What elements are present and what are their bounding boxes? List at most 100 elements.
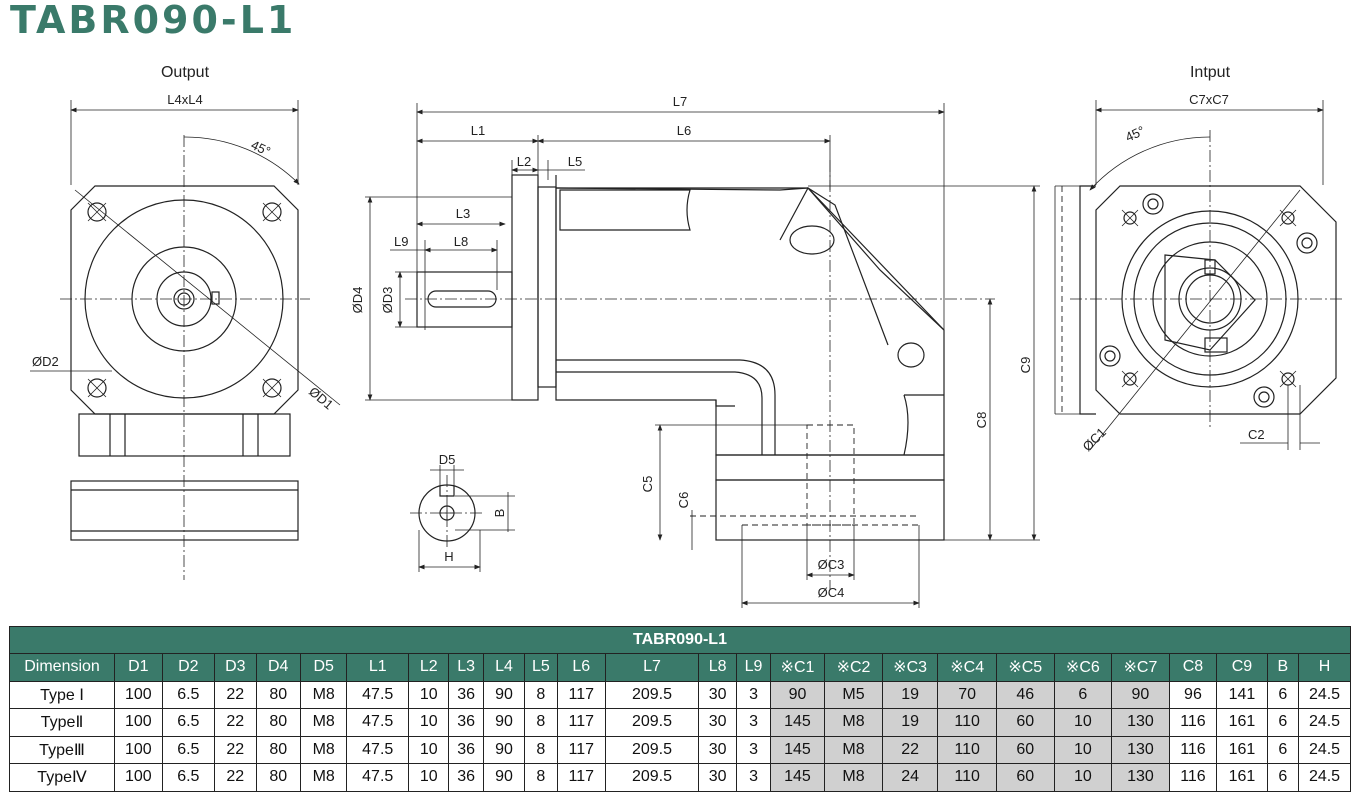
table-cell: 19: [881, 680, 939, 709]
table-cell: 6.5: [161, 735, 216, 764]
table-cell: 36: [448, 680, 484, 709]
table-cell: 6: [1266, 763, 1300, 792]
column-header: B: [1266, 653, 1300, 682]
table-cell: M8: [299, 680, 348, 709]
table-cell: 100: [114, 735, 163, 764]
c2-label: C2: [1248, 427, 1265, 442]
table-cell: 3: [736, 735, 771, 764]
l6-label: L6: [677, 123, 691, 138]
table-cell: 209.5: [605, 708, 699, 737]
row-label: TypeⅢ: [8, 735, 116, 764]
column-header: L3: [448, 653, 484, 682]
table-cell: 36: [448, 708, 484, 737]
table-cell: 96: [1168, 680, 1218, 709]
l2-label: L2: [517, 154, 531, 169]
input-view-label: Intput: [1190, 64, 1231, 81]
l3-label: L3: [456, 206, 470, 221]
table-cell: 90: [1111, 680, 1170, 709]
table-cell: 161: [1216, 708, 1268, 737]
table-cell: 24.5: [1298, 735, 1351, 764]
page-title: TABR090-L1: [10, 0, 297, 42]
table-cell: 117: [556, 708, 607, 737]
table-cell: 47.5: [346, 708, 410, 737]
column-header: L4: [482, 653, 526, 682]
table-cell: 30: [697, 708, 738, 737]
c6-label: C6: [676, 492, 691, 509]
table-cell: 30: [697, 680, 738, 709]
table-cell: 47.5: [346, 680, 410, 709]
l9-label: L9: [394, 234, 408, 249]
d4-label: ØD4: [350, 287, 365, 314]
column-header: C9: [1216, 653, 1268, 682]
column-header: L5: [524, 653, 558, 682]
table-cell: 30: [697, 763, 738, 792]
table-cell: 6.5: [161, 708, 216, 737]
output-view-label: Output: [161, 64, 210, 81]
table-cell: 3: [736, 680, 771, 709]
table-cell: 209.5: [605, 735, 699, 764]
table-cell: 8: [524, 735, 558, 764]
table-cell: 22: [214, 763, 257, 792]
table-cell: 3: [736, 708, 771, 737]
table-cell: 22: [881, 735, 939, 764]
table-cell: 10: [408, 763, 450, 792]
table-cell: 161: [1216, 763, 1268, 792]
table-cell: 47.5: [346, 735, 410, 764]
table-cell: 24.5: [1298, 708, 1351, 737]
table-cell: 80: [255, 763, 301, 792]
column-header: L7: [605, 653, 699, 682]
table-cell: 24.5: [1298, 763, 1351, 792]
table-cell: 47.5: [346, 763, 410, 792]
output-view: Output L4xL4 45° ØD1 ØD2: [30, 64, 341, 580]
table-cell: M8: [824, 735, 883, 764]
table-cell: 22: [214, 680, 257, 709]
c7xc7-label: C7xC7: [1189, 92, 1229, 107]
table-cell: 80: [255, 680, 301, 709]
table-cell: 100: [114, 680, 163, 709]
column-header: L2: [408, 653, 450, 682]
table-cell: 141: [1216, 680, 1268, 709]
c4-label: ØC4: [818, 585, 845, 600]
table-cell: 70: [937, 680, 997, 709]
table-cell: 60: [995, 735, 1055, 764]
table-cell: 145: [769, 763, 826, 792]
l7-label: L7: [673, 94, 687, 109]
column-header: H: [1298, 653, 1351, 682]
table-cell: 145: [769, 735, 826, 764]
table-cell: 116: [1168, 735, 1218, 764]
table-cell: 30: [697, 735, 738, 764]
row-label: TypeⅡ: [8, 708, 116, 737]
column-header: ※C6: [1053, 653, 1113, 682]
table-cell: 10: [1053, 763, 1113, 792]
column-header: L6: [556, 653, 607, 682]
table-cell: 6: [1266, 680, 1300, 709]
table-cell: 80: [255, 708, 301, 737]
table-cell: 3: [736, 763, 771, 792]
angle-output-label: 45°: [249, 137, 273, 159]
h-label: H: [444, 549, 453, 564]
table-cell: 8: [524, 680, 558, 709]
table-cell: 130: [1111, 763, 1170, 792]
table-cell: 24: [881, 763, 939, 792]
c1-label: ØC1: [1080, 425, 1110, 455]
column-header: D3: [214, 653, 257, 682]
table-cell: 209.5: [605, 763, 699, 792]
column-header: D5: [299, 653, 348, 682]
column-header: L8: [697, 653, 738, 682]
column-header: ※C4: [937, 653, 997, 682]
table-cell: M8: [299, 735, 348, 764]
table-cell: 90: [482, 708, 526, 737]
table-cell: 19: [881, 708, 939, 737]
c8-label: C8: [974, 412, 989, 429]
table-title: TABR090-L1: [9, 626, 1351, 654]
table-cell: 10: [1053, 735, 1113, 764]
table-cell: 6: [1266, 708, 1300, 737]
table-cell: 36: [448, 735, 484, 764]
table-cell: 10: [408, 708, 450, 737]
column-header: ※C5: [995, 653, 1055, 682]
table-cell: 90: [482, 680, 526, 709]
table-cell: 130: [1111, 708, 1170, 737]
